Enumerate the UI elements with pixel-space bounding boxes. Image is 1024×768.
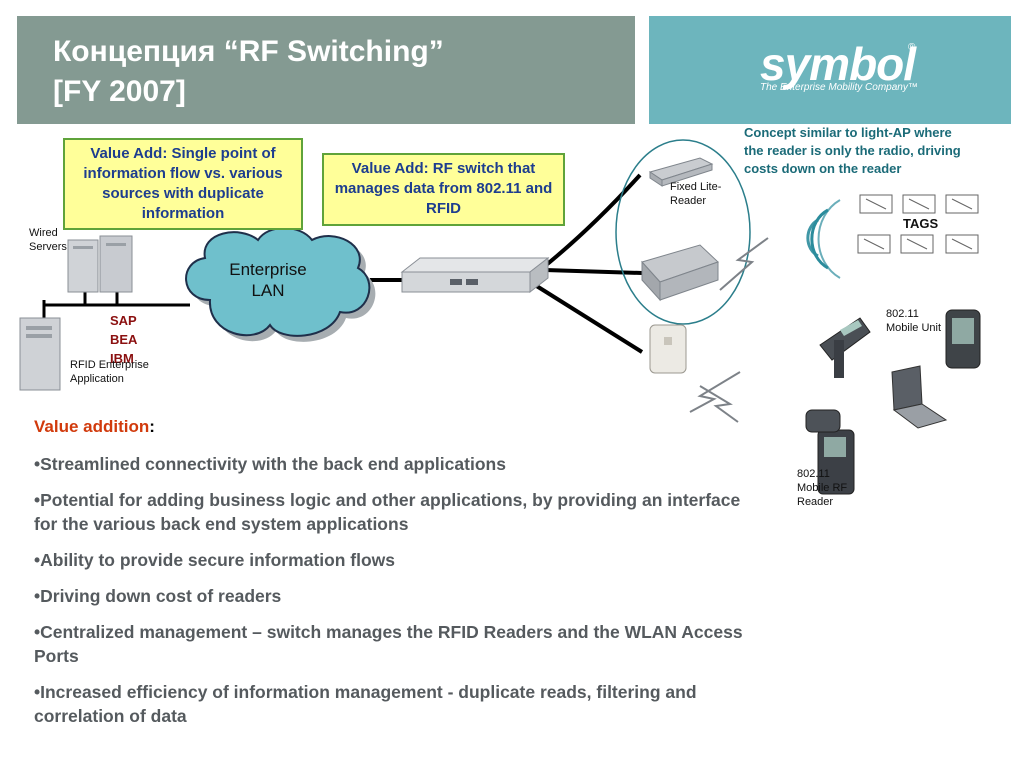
title-line-1: Концепция “RF Switching” xyxy=(53,35,444,68)
handheld-terminal-icon xyxy=(819,317,871,378)
enterprise-lan-label: Enterprise LAN xyxy=(229,260,307,300)
rfid-enterprise-application-label: RFID Enterprise Application xyxy=(70,359,149,385)
value-addition-list: •Streamlined connectivity with the back … xyxy=(34,452,754,740)
title-line-2: [FY 2007] xyxy=(53,75,186,108)
list-item: •Driving down cost of readers xyxy=(34,586,282,606)
tags-label: TAGS xyxy=(903,216,939,231)
rfid-reader-icon xyxy=(641,244,719,302)
server-bus-lines xyxy=(42,292,190,318)
value-add-single-point-note: Value Add: Single point of information f… xyxy=(63,138,303,230)
value-addition-heading: Value addition: xyxy=(34,417,155,437)
fixed-lite-reader-label: Fixed Lite-Reader xyxy=(670,181,722,207)
wireless-signal-icons xyxy=(689,237,769,423)
list-item: •Streamlined connectivity with the back … xyxy=(34,454,506,474)
rfid-tags-icon xyxy=(857,194,979,254)
reader-connection-lines xyxy=(370,173,644,354)
list-item: •Ability to provide secure information f… xyxy=(34,550,396,570)
laptop-icon xyxy=(891,365,948,429)
app-bea-label: BEA xyxy=(110,332,138,347)
wired-servers-label: Wired Servers xyxy=(29,227,67,253)
list-item: •Increased efficiency of information man… xyxy=(34,682,697,726)
logo-bar xyxy=(649,16,1011,124)
app-sap-label: SAP xyxy=(110,313,137,328)
concept-note: Concept similar to light-AP where the re… xyxy=(744,125,961,176)
slide-title: Концепция “RF Switching” [FY 2007] xyxy=(53,32,613,112)
app-ibm-label: IBM xyxy=(110,351,134,366)
value-addition-title: Value addition xyxy=(34,417,150,436)
list-item: •Centralized management – switch manages… xyxy=(34,622,743,666)
pda-icon xyxy=(945,309,981,369)
rf-waves-icon xyxy=(806,199,841,279)
mobile-unit-label: 802.11 Mobile Unit xyxy=(886,308,942,334)
application-vendors-list: SAP BEA IBM xyxy=(110,311,137,368)
enterprise-lan-cloud xyxy=(185,227,376,342)
logo-tagline: The Enterprise Mobility Company™ xyxy=(760,82,918,93)
access-port-icon xyxy=(649,324,687,374)
fixed-reader-icon xyxy=(648,157,714,187)
rf-switch-icon xyxy=(400,256,550,294)
title-bar xyxy=(17,16,635,124)
reader-group-oval xyxy=(615,139,751,325)
logo-registered-mark: ® xyxy=(908,42,916,53)
value-add-rf-switch-note: Value Add: RF switch that manages data f… xyxy=(322,153,565,226)
rfid-server-icon xyxy=(19,317,61,391)
server-icon xyxy=(67,235,133,293)
mobile-rf-reader-icon xyxy=(805,409,855,495)
mobile-rf-reader-label: 802.11 Mobile RF Reader xyxy=(797,468,848,508)
symbol-logo: symbol xyxy=(760,38,916,90)
list-item: •Potential for adding business logic and… xyxy=(34,490,741,534)
value-addition-colon: : xyxy=(149,417,155,436)
